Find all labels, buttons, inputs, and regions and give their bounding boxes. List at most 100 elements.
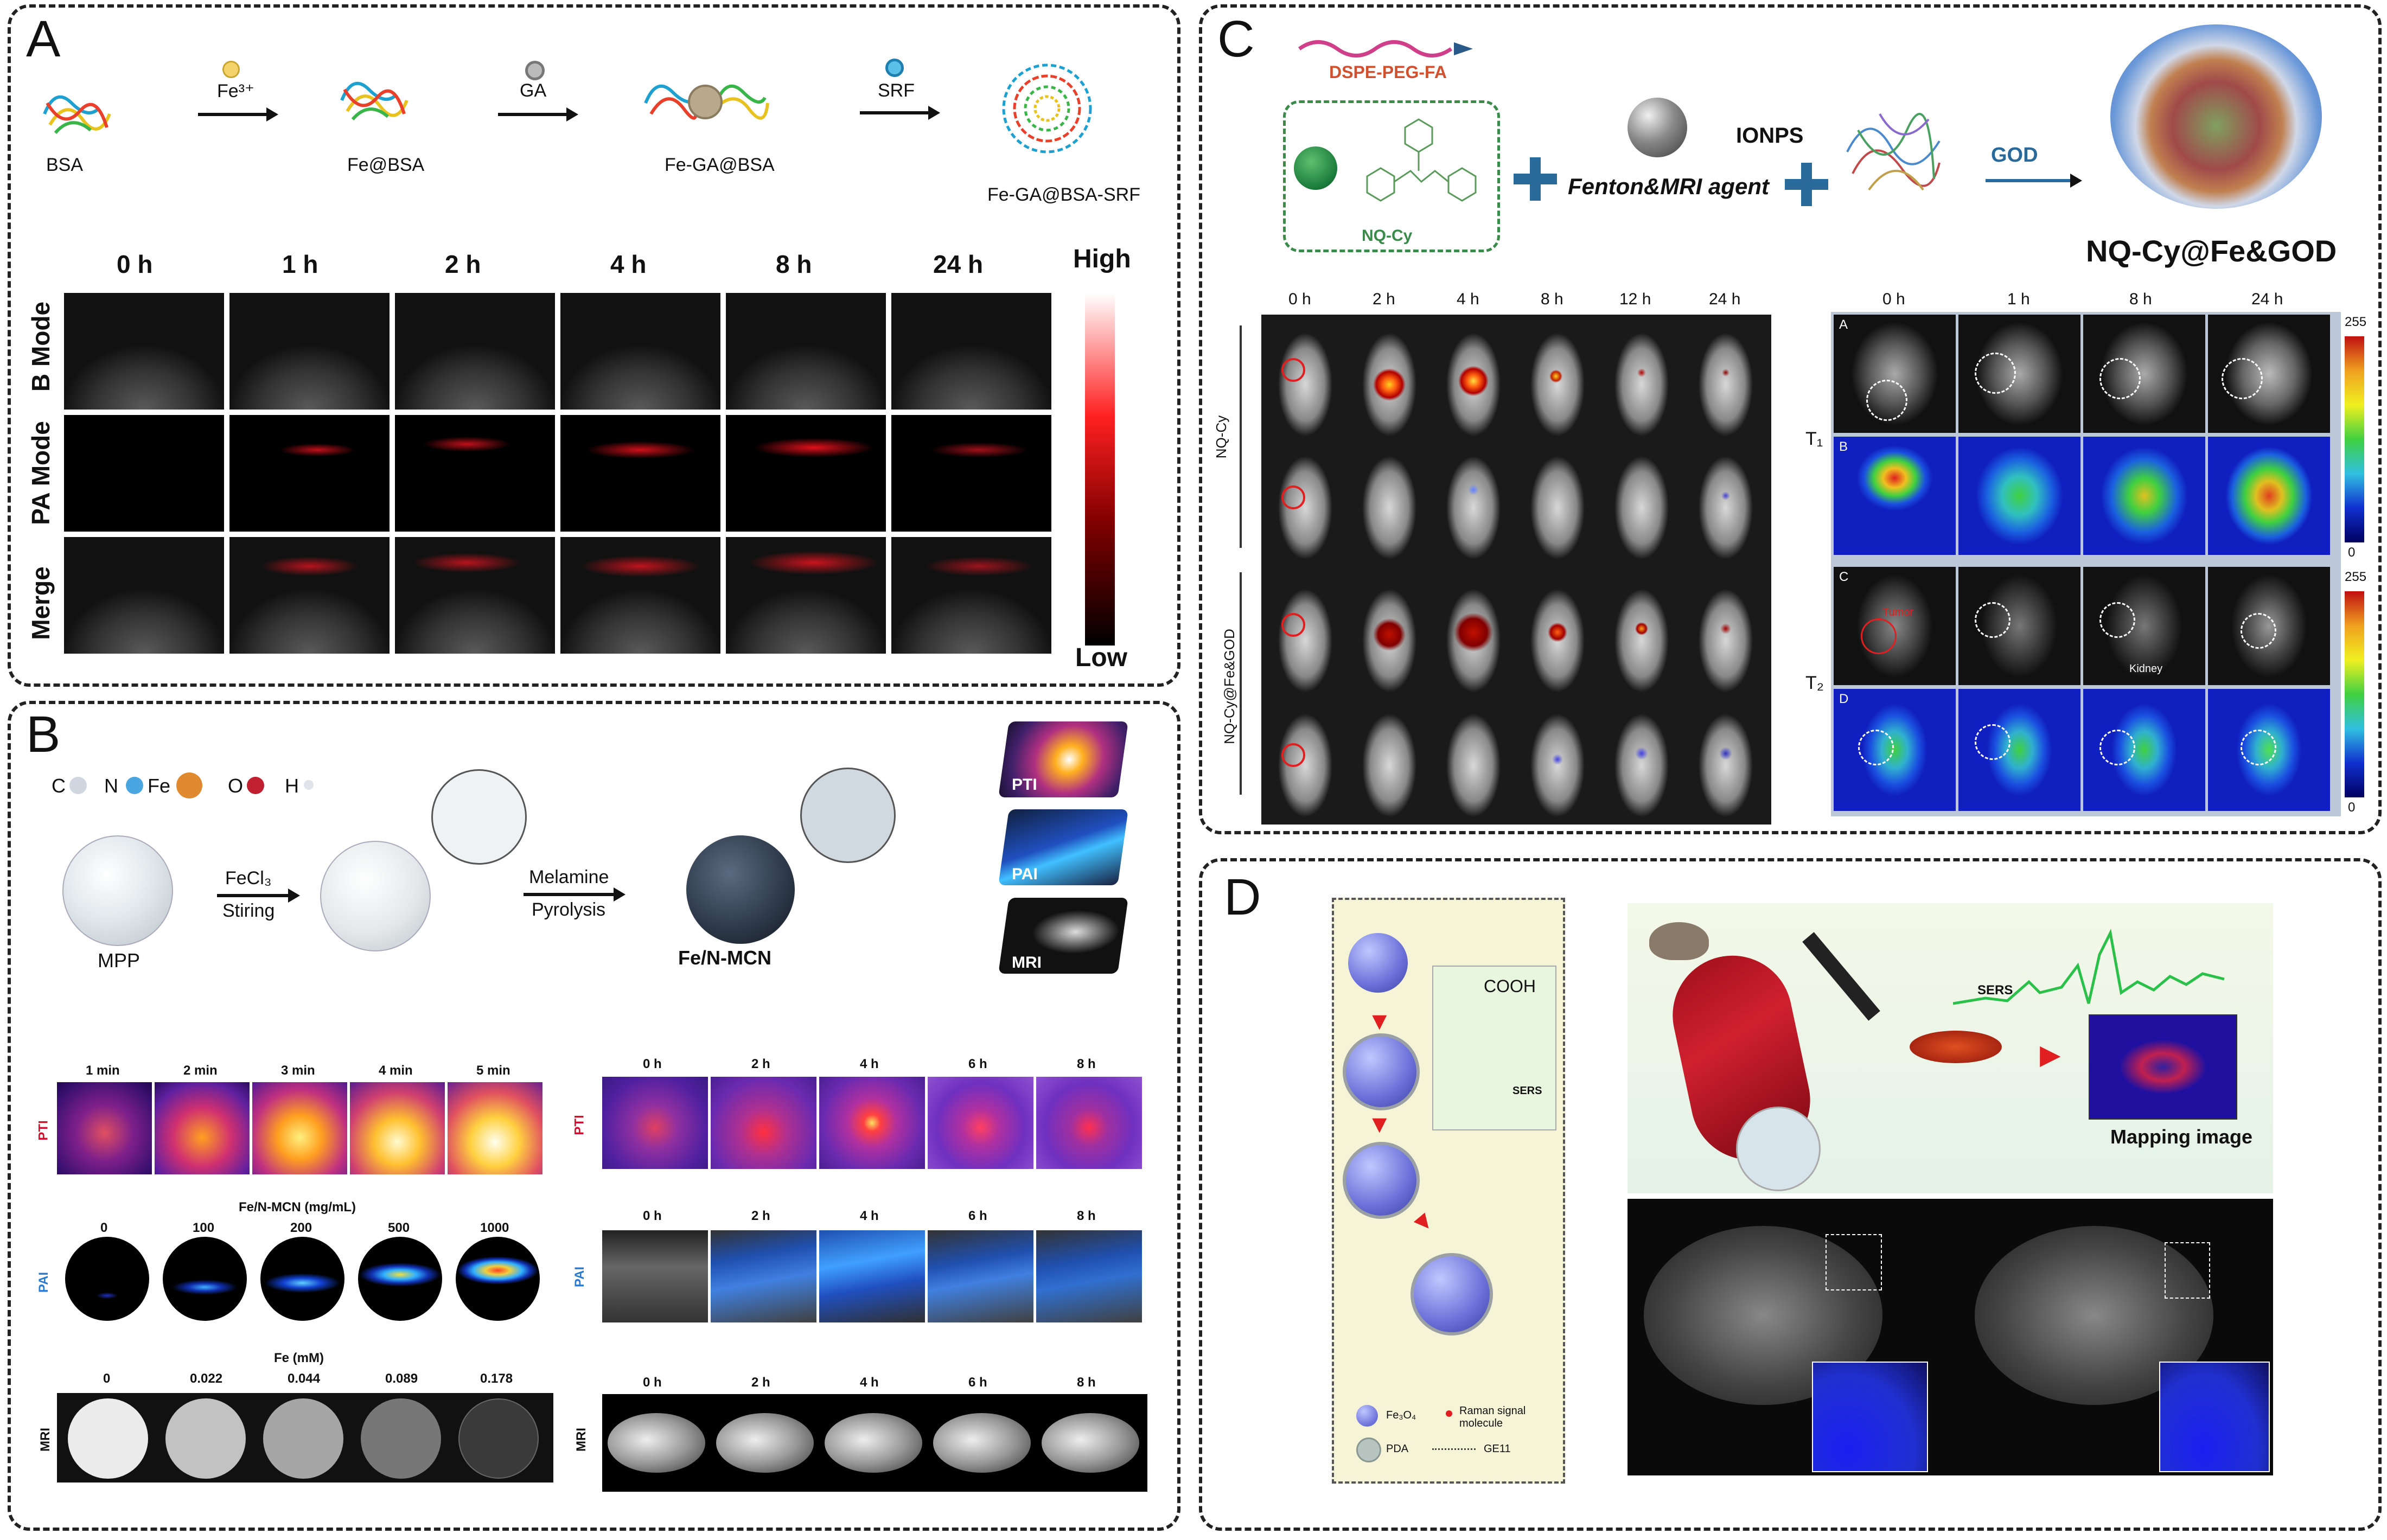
cooh-label: COOH [1484,976,1536,996]
bmode-img-2h [395,293,555,410]
plus-2-icon [1785,163,1828,206]
merge-img-0h [64,537,224,654]
mri-vitro-4 [458,1398,539,1479]
legend-raman-icon [1446,1410,1452,1417]
atom-c-icon [69,777,87,794]
fl-mouse-r4-24h [1686,700,1766,819]
merge-img-24h [891,537,1051,654]
mri-roi-d0 [1858,730,1894,765]
plus-1-icon [1514,157,1557,201]
dspe-label: DSPE-PEG-FA [1329,62,1447,82]
mri-roi-c1 [1975,602,2011,638]
bmode-img-1h [229,293,390,410]
pamode-img-4h [560,415,720,532]
mri-vivo-0h [608,1413,705,1473]
vivo-pai-time-0: 0 h [643,1209,662,1223]
fl-group-bracket-1 [1240,325,1242,548]
nq-cy-fe-god-liposome-icon [2110,24,2322,209]
panel-a [8,4,1180,687]
vivo-mri-time-4: 8 h [1077,1375,1096,1390]
mri-roi-d1 [1975,724,2011,760]
pai-conc-4: 1000 [480,1221,509,1235]
mri-row-d: D [1839,692,1849,706]
vivo-pai-time-1: 2 h [751,1209,770,1223]
nq-cy-label: NQ-Cy [1362,227,1413,245]
merge-img-1h [229,537,390,654]
dspe-peg-fa-icon [1298,40,1473,57]
bmode-img-24h [891,293,1051,410]
nq-cy-box [1283,100,1500,252]
pai-conc-3: 500 [388,1221,410,1235]
mri-roi-d2 [2099,730,2135,765]
fl-mouse-r1-0h [1265,319,1345,438]
mri-row-c: C [1839,570,1849,584]
mri-roi-a1 [1975,353,2016,394]
mpp-label: MPP [98,949,141,972]
ga-icon [525,61,545,80]
tumor-label: Tumor [1882,606,1914,618]
merge-img-8h [726,537,886,654]
legend-ge11: GE11 [1484,1443,1511,1455]
fe-ga-bsa-srf-icon [1002,63,1092,154]
vivo-pti-time-2: 4 h [860,1057,879,1071]
fl-mouse-r2-0h [1265,442,1345,561]
c-mri-b-1h [1958,437,2080,555]
c-mri-b-24h [2208,437,2330,555]
sers-small-label: SERS [1512,1085,1542,1097]
legend-pda-icon [1356,1437,1381,1462]
fl-mouse-r4-0h [1265,700,1345,819]
ga-arrow-label: GA [520,80,547,101]
god-label: GOD [1991,144,2038,167]
atom-n-icon [126,777,143,794]
pai-vivo-0h [602,1230,708,1322]
fl-mouse-r1-4h [1433,319,1514,438]
pai-tile-label: PAI [1012,865,1038,883]
pa-time-4: 8 h [776,250,812,278]
pai-vivo-8h [1036,1230,1142,1322]
fe-ga-bsa-srf-label: Fe-GA@BSA-SRF [987,184,1140,205]
fe3-arrow-label: Fe³⁺ [217,81,254,101]
pai-vivo-2h [711,1230,816,1322]
mri-conc-0: 0 [103,1371,111,1386]
sers-label: SERS [1977,983,2013,998]
fenton-particle-icon [1628,98,1687,157]
c-scale-max-1: 255 [2345,315,2367,329]
pti-vivo-2h [711,1077,816,1169]
fl-mouse-r4-8h [1517,700,1598,819]
step1-top: FeCl₃ [225,868,272,889]
mri-conc-2: 0.044 [288,1371,321,1386]
panel-b-letter: B [26,706,61,763]
fe-ga-bsa-label: Fe-GA@BSA [665,155,775,175]
legend-ge11-icon [1432,1448,1476,1452]
legend-o: O [228,775,244,797]
pti-vivo-4h [819,1077,925,1169]
panel-d [1199,858,2382,1531]
c-mri-time-0: 0 h [1882,290,1905,308]
fe-n-mcn-sphere-icon [686,835,795,944]
c-mri-b-0h [1834,437,1956,555]
fl-mouse-r3-8h [1517,575,1598,694]
vivo-pti-time-1: 2 h [751,1057,770,1071]
pa-time-2: 2 h [445,250,481,278]
arrow-fecl3 [217,889,300,903]
fl-mouse-r3-0h [1265,575,1345,694]
sers-inset [1432,966,1556,1130]
pai-vitro-1000 [456,1237,540,1321]
fe-ga-bsa-icon [644,84,769,120]
c-colorbar-1 [2345,336,2364,542]
mri-vitro-3 [361,1398,441,1479]
mri-vivo-6h [933,1413,1031,1473]
mpp-sphere-icon [62,835,173,946]
mri-tile-label: MRI [1012,954,1042,972]
fl-group-nqcy-fe-god: NQ-Cy@Fe&GOD [1221,629,1237,744]
mri-row-b: B [1839,439,1848,454]
tumor-circle-r1 [1281,358,1305,382]
fl-time-2: 4 h [1457,290,1479,308]
mri-conc-3: 0.089 [385,1371,418,1386]
zoom-inset-2-icon [800,768,896,863]
mri-conc-1: 0.022 [190,1371,223,1386]
final-nanoprobe-icon [1410,1253,1493,1335]
merge-img-2h [395,537,555,654]
pti-vitro-3min [252,1082,347,1174]
arrow-melamine [524,887,626,902]
